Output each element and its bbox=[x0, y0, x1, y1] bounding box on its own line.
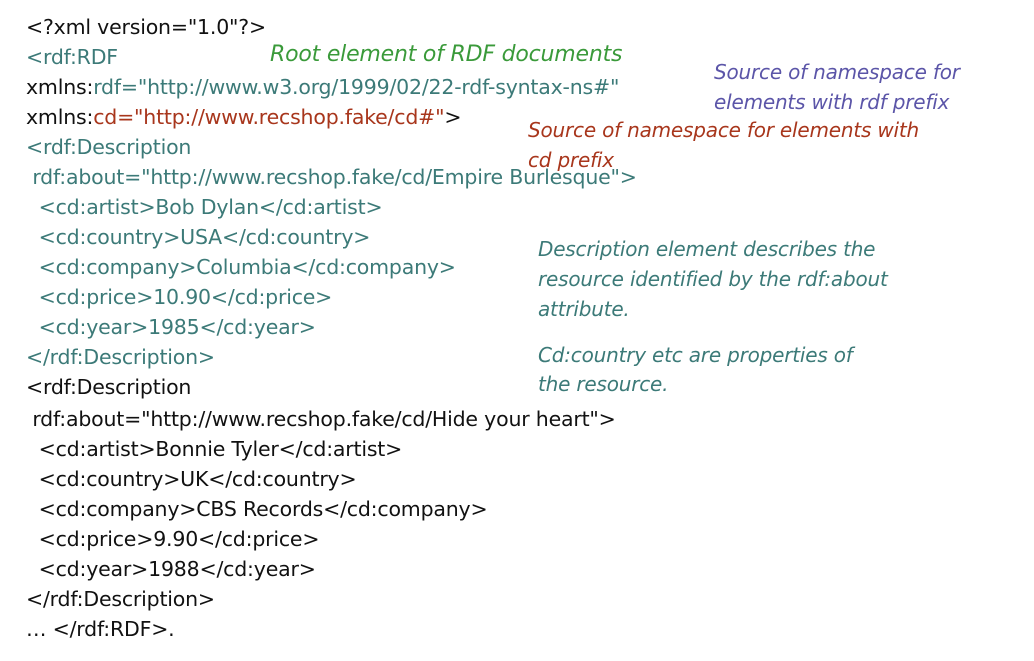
code-line-price-2: <cd:price>9.90</cd:price> bbox=[26, 527, 320, 551]
code-line-price-1: <cd:price>10.90</cd:price> bbox=[26, 285, 333, 309]
xmlns-rdf-value: rdf="http://www.w3.org/1999/02/22-rdf-sy… bbox=[93, 75, 620, 99]
properties-note-line-2: the resource. bbox=[538, 372, 669, 396]
code-line-artist-2: <cd:artist>Bonnie Tyler</cd:artist> bbox=[26, 437, 403, 461]
xmlns-cd-value: cd="http://www.recshop.fake/cd#" bbox=[93, 105, 445, 129]
code-line-country-2: <cd:country>UK</cd:country> bbox=[26, 467, 357, 491]
rdf-namespace-note-line-2: elements with rdf prefix bbox=[714, 90, 950, 114]
cd-namespace-note-line-2: cd prefix bbox=[528, 148, 614, 172]
code-line-description-close-2: </rdf:Description> bbox=[26, 587, 215, 611]
code-line-year-1: <cd:year>1985</cd:year> bbox=[26, 315, 316, 339]
root-element-note: Root element of RDF documents bbox=[270, 42, 623, 67]
properties-note-line-1: Cd:country etc are properties of bbox=[538, 343, 853, 367]
xmlns-cd-close: > bbox=[444, 105, 462, 129]
xmlns-prefix: xmlns: bbox=[26, 75, 94, 99]
code-line-rdf-open: <rdf:RDF bbox=[26, 45, 118, 69]
code-line-xmlns-cd: xmlns:cd="http://www.recshop.fake/cd#"> bbox=[26, 102, 462, 132]
description-note-line-1: Description element describes the bbox=[538, 237, 876, 261]
cd-namespace-note-line-1: Source of namespace for elements with bbox=[528, 118, 920, 142]
code-line-about-2: rdf:about="http://www.recshop.fake/cd/Hi… bbox=[26, 407, 616, 431]
code-line-rdf-close: … </rdf:RDF>. bbox=[26, 617, 175, 641]
code-line-xmlns-rdf: xmlns:rdf="http://www.w3.org/1999/02/22-… bbox=[26, 72, 619, 102]
code-line-description-close-1: </rdf:Description> bbox=[26, 345, 215, 369]
code-line-company-2: <cd:company>CBS Records</cd:company> bbox=[26, 497, 488, 521]
code-line-company-1: <cd:company>Columbia</cd:company> bbox=[26, 255, 456, 279]
code-line-artist-1: <cd:artist>Bob Dylan</cd:artist> bbox=[26, 195, 383, 219]
xmlns-prefix: xmlns: bbox=[26, 105, 94, 129]
code-line-country-1: <cd:country>USA</cd:country> bbox=[26, 225, 371, 249]
description-note-line-3: attribute. bbox=[538, 297, 630, 321]
code-line-xml-decl: <?xml version="1.0"?> bbox=[26, 15, 266, 39]
code-line-about-1: rdf:about="http://www.recshop.fake/cd/Em… bbox=[26, 165, 637, 189]
description-note-line-2: resource identified by the rdf:about bbox=[538, 267, 888, 291]
code-line-year-2: <cd:year>1988</cd:year> bbox=[26, 557, 316, 581]
code-line-description-open-1: <rdf:Description bbox=[26, 135, 192, 159]
code-line-description-open-2: <rdf:Description bbox=[26, 375, 192, 399]
rdf-namespace-note-line-1: Source of namespace for bbox=[714, 60, 960, 84]
